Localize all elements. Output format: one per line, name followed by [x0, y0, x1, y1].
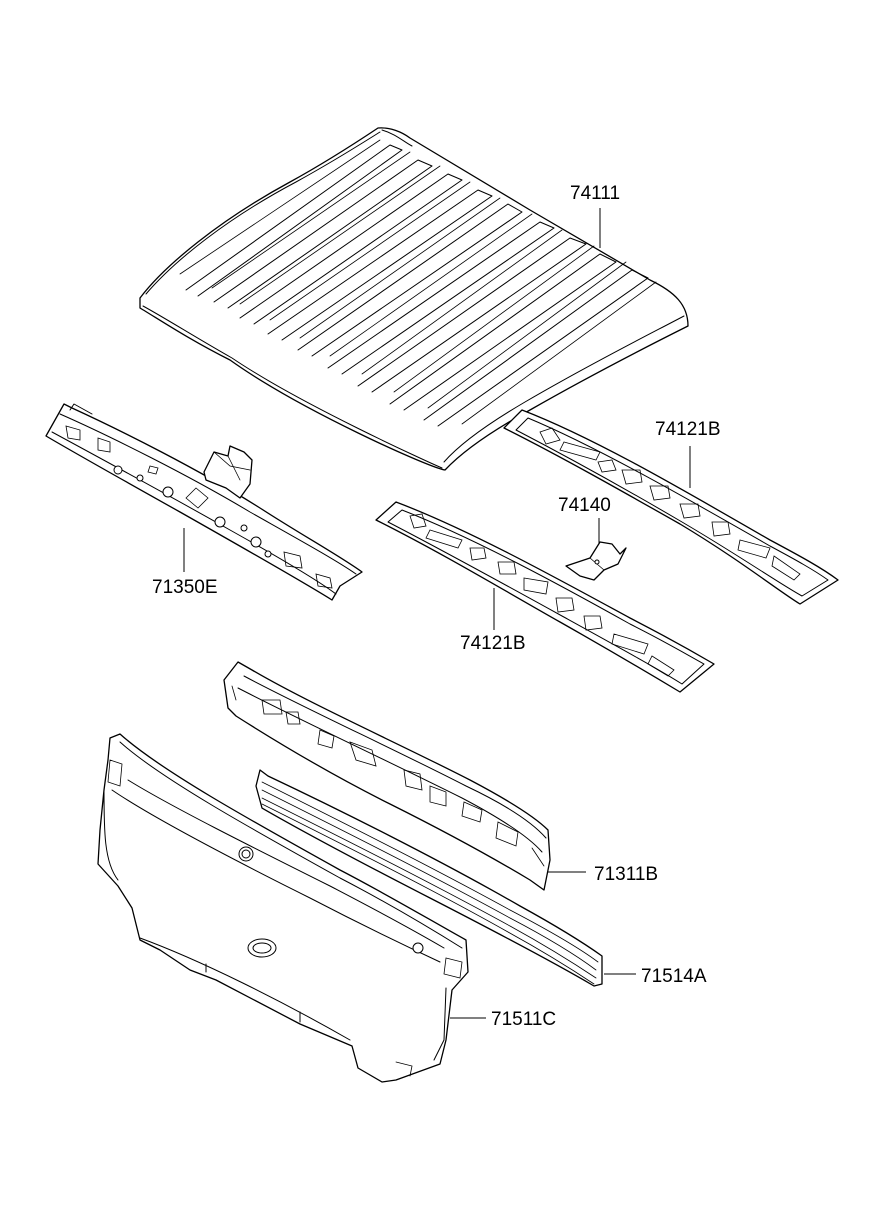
label-roof-bow-bracket: 74140 — [558, 495, 611, 516]
label-roof-panel: 74111 — [570, 183, 621, 204]
roof-bow-bracket-drawing — [565, 541, 627, 581]
label-back-panel-strip: 71514A — [641, 966, 707, 987]
label-roof-bow-upper: 74121B — [655, 419, 721, 440]
label-back-panel-upper-member: 71350E — [152, 577, 218, 598]
rear-header-rail-drawing — [223, 661, 551, 891]
back-panel-upper-member-drawing — [45, 403, 363, 601]
label-back-panel: 71511C — [491, 1009, 557, 1030]
back-panel-drawing — [97, 733, 469, 1083]
back-panel-strip-drawing — [255, 769, 603, 987]
label-roof-bow-lower: 74121B — [460, 633, 526, 654]
roof-panel-drawing — [139, 127, 689, 471]
roof-bow-upper-drawing — [503, 409, 839, 605]
roof-bow-lower-drawing — [375, 501, 715, 693]
label-rear-header-rail: 71311B — [594, 864, 659, 885]
